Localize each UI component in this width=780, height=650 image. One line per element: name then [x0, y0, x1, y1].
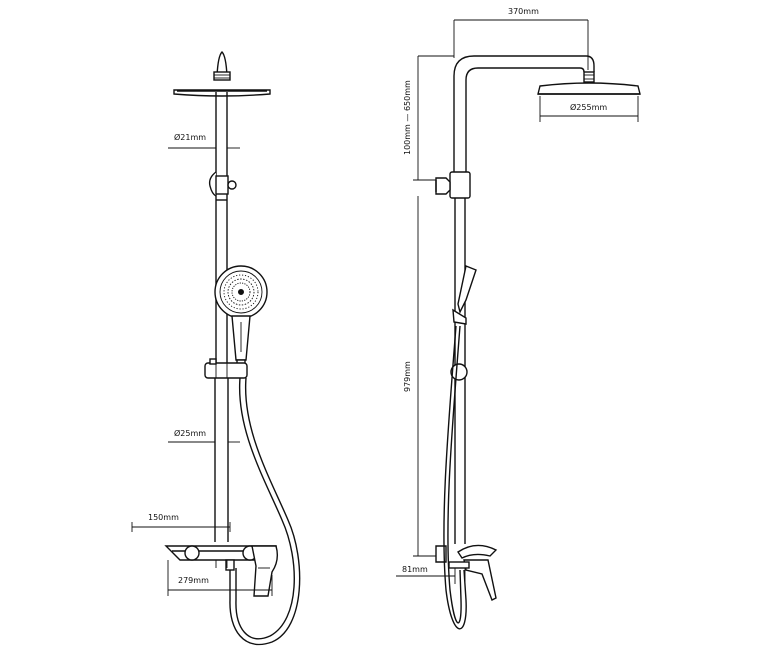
label-head-diameter: Ø255mm [570, 102, 607, 112]
side-hand-shower [450, 265, 477, 381]
label-shelf-width: 279mm [178, 576, 209, 585]
dimension-arm-length: 370mm [453, 7, 589, 70]
front-shelf-mixer [164, 545, 279, 597]
dimension-pipe-bottom: Ø25mm [168, 428, 240, 447]
label-pipe-diameter-bottom: Ø25mm [174, 428, 206, 438]
label-height-range: 100mm — 650mm [403, 80, 412, 155]
side-riser-arm [453, 55, 595, 180]
dimension-pipe-top: Ø21mm [168, 132, 240, 153]
side-rain-head: Ø255mm [537, 82, 641, 122]
label-riser-height: 979mm [403, 361, 412, 392]
front-view: Ø21mm [131, 51, 301, 646]
side-shelf-mixer [435, 544, 498, 601]
dimension-shelf-width: 279mm [167, 560, 273, 596]
dimension-height-range: 100mm — 650mm [403, 55, 454, 181]
front-hand-shower [214, 265, 268, 367]
label-mixer-offset: 81mm [402, 565, 428, 574]
side-hose [443, 325, 467, 630]
label-shelf-depth: 150mm [148, 513, 179, 522]
front-rain-head [173, 51, 271, 97]
label-pipe-diameter-top: Ø21mm [174, 132, 206, 142]
dimension-riser-height: 979mm [403, 196, 440, 557]
dimension-shelf-depth: 150mm [131, 513, 231, 532]
side-clamp [435, 171, 471, 199]
label-arm-length: 370mm [508, 7, 539, 16]
front-slider [204, 358, 248, 379]
front-clamp [208, 171, 237, 201]
side-view: 370mm Ø255mm [396, 7, 641, 630]
front-hose [229, 377, 301, 646]
